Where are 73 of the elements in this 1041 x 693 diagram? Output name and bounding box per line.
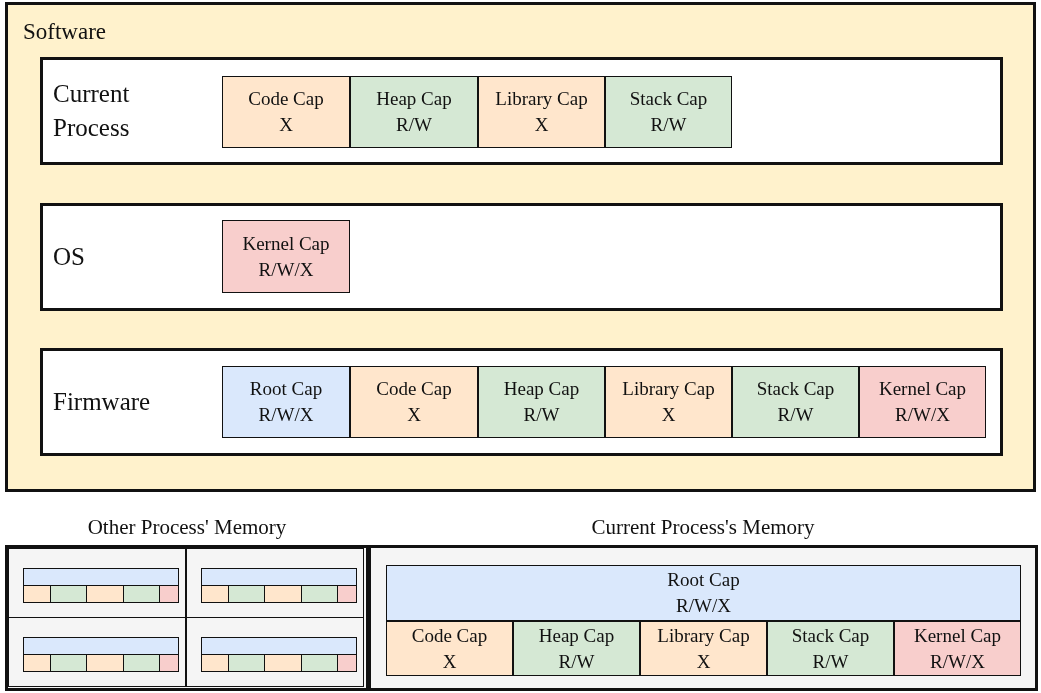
layer-panel [40,57,1003,165]
capability-box [350,76,478,148]
permission-text: R/W [396,113,432,137]
capability-box [222,220,350,293]
capability-bar [200,567,357,586]
permission-text: R/W [812,649,849,674]
permission-text: X [407,403,421,427]
permission-text: R/W [650,113,687,137]
capability-name: Library Cap [622,377,715,401]
permission-text: R/W [523,403,560,427]
capability-name: Heap Cap [538,623,615,648]
capability-box [478,366,605,438]
capability-name: Library Cap [657,623,750,648]
capability-box [605,366,732,438]
capability-box [386,621,513,676]
memory-cell [8,548,186,618]
capability-bar [200,584,229,603]
capability-name: Kernel Cap [913,623,1002,648]
capability-bar [22,636,179,655]
capability-bar [22,584,51,603]
memory-title: Current Process's Memory [590,515,816,540]
capability-bar [22,653,51,672]
capability-box [894,621,1021,676]
capability-name: Root Cap [249,377,323,401]
permission-text: X [661,403,676,427]
capability-name: Code Cap [376,377,452,401]
capability-box [767,621,894,676]
capability-name: Kernel Cap [242,231,330,256]
layer-panel [40,203,1003,311]
layer-panel [40,348,1003,456]
capability-box [513,621,640,676]
capability-name: Stack Cap [629,87,708,111]
capability-name: Code Cap [248,87,324,111]
capability-bar [200,636,357,655]
capability-box [222,366,350,438]
layer-title: OS [53,242,86,272]
capability-box [386,565,1021,621]
capability-box [859,366,986,438]
capability-name: Code Cap [411,623,488,648]
permission-text: X [279,113,293,137]
capability-name: Stack Cap [756,377,835,401]
permission-text: R/W [558,649,595,674]
capability-name: Kernel Cap [878,377,967,401]
permission-text: X [442,649,457,674]
capability-bar [200,653,229,672]
layer-title: Firmware [53,387,152,417]
capability-name: Stack Cap [791,623,870,648]
capability-box [640,621,767,676]
capability-name: Heap Cap [503,377,580,401]
panel-title: Software [23,18,107,46]
permission-text: X [696,649,711,674]
memory-cell [186,617,364,687]
permission-text: R/W/X [676,594,731,618]
permission-text: X [534,113,549,137]
permission-text: R/W/X [258,257,314,282]
memory-cell [8,617,186,687]
capability-box [350,366,478,438]
permission-text: R/W/X [258,403,314,427]
capability-box [732,366,859,438]
capability-name: Heap Cap [376,87,452,111]
memory-cell [186,548,364,618]
capability-name: Library Cap [495,87,588,111]
permission-text: R/W/X [895,403,950,427]
capability-name: Root Cap [667,568,740,592]
capability-box [478,76,605,148]
layer-title: Current Process [53,79,131,143]
capability-box [222,76,350,148]
memory-title: Other Process' Memory [86,515,288,540]
software-panel [5,2,1036,492]
capability-box [605,76,732,148]
capability-bar [22,567,179,586]
permission-text: R/W [777,403,814,427]
permission-text: R/W/X [930,649,985,674]
